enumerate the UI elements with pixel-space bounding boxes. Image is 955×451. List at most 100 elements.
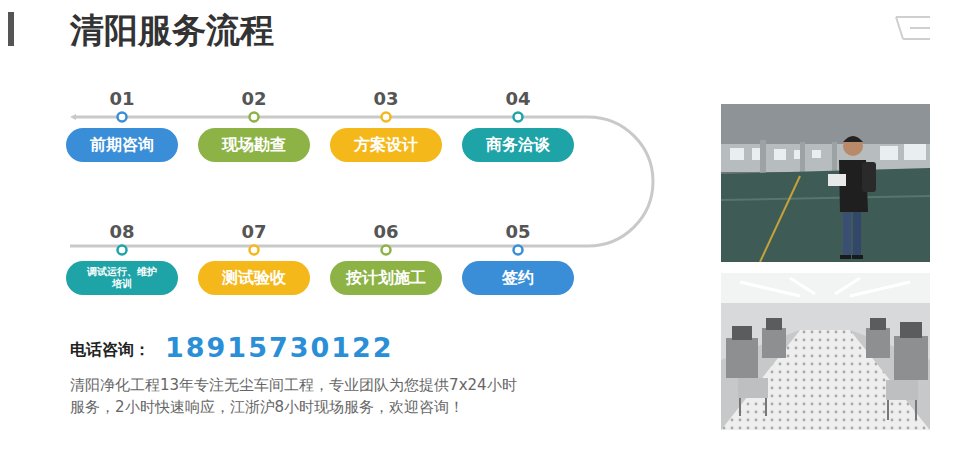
decoration-shape — [886, 380, 918, 400]
decoration-shape — [721, 104, 930, 144]
step-dots — [118, 113, 523, 255]
decoration-shape — [900, 322, 922, 338]
step-label: 签约 — [502, 268, 534, 287]
decoration-shape — [765, 398, 767, 416]
decoration-shape — [812, 150, 821, 158]
decoration-shape — [740, 278, 910, 296]
decoration-shape — [910, 27, 930, 29]
decoration-shape — [915, 400, 917, 420]
decoration-shape — [732, 318, 922, 340]
decoration-shape — [721, 104, 930, 262]
step-dot — [118, 113, 127, 122]
decoration-shape — [730, 148, 744, 160]
decoration-shape — [740, 398, 916, 420]
step-number: 04 — [462, 89, 574, 109]
step-pill: 前期咨询 — [66, 128, 178, 162]
step-dot — [118, 246, 127, 255]
decoration-shape — [721, 196, 930, 200]
decoration-shape — [903, 38, 930, 40]
intro-text: 清阳净化工程13年专注无尘车间工程，专业团队为您提供7x24小时 服务，2小时快… — [70, 374, 550, 418]
step-number: 02 — [198, 89, 310, 109]
decoration-shape — [896, 16, 930, 18]
menu-icon — [896, 17, 930, 39]
step-number: 06 — [330, 222, 442, 242]
step-node: 02 现场勘查 — [198, 89, 310, 162]
decoration-shape — [760, 176, 800, 262]
step-pill: 调试运行、维护 培训 — [66, 261, 178, 295]
decoration-shape — [738, 378, 918, 400]
decoration-shape — [762, 328, 786, 358]
decoration-shape — [850, 282, 910, 296]
decoration-shape — [730, 144, 926, 160]
step-pill: 签约 — [462, 261, 574, 295]
step-dot — [382, 246, 391, 255]
decoration-shape — [721, 273, 930, 303]
step-label: 前期咨询 — [90, 135, 154, 154]
step-number: 03 — [330, 89, 442, 109]
step-pill: 按计划施工 — [330, 261, 442, 295]
decoration-shape — [800, 142, 805, 176]
decoration-shape — [726, 328, 928, 380]
step-node: 06 按计划施工 — [330, 222, 442, 295]
decoration-shape — [843, 136, 863, 156]
survey-photo — [721, 104, 930, 262]
step-label: 测试验收 — [222, 268, 286, 287]
decoration-shape — [852, 255, 863, 259]
decoration-shape — [738, 378, 768, 398]
decoration-shape — [896, 17, 903, 39]
step-node: 04 商务洽谈 — [462, 89, 574, 162]
step-number: 05 — [462, 222, 574, 242]
step-pill: 现场勘查 — [198, 128, 310, 162]
step-label: 按计划施工 — [346, 268, 426, 287]
decoration-shape — [894, 336, 928, 380]
step-label: 商务洽谈 — [486, 135, 550, 154]
decoration-shape — [721, 168, 930, 262]
step-label: 现场勘查 — [222, 135, 286, 154]
step-label: 方案设计 — [354, 135, 418, 154]
decoration-shape — [726, 338, 758, 378]
step-node: 07 测试验收 — [198, 222, 310, 295]
step-dot — [514, 113, 523, 122]
decoration-shape — [870, 318, 886, 330]
step-number: 08 — [66, 222, 178, 242]
step-dot — [250, 113, 259, 122]
decoration-shape — [862, 162, 876, 192]
step-pill: 方案设计 — [330, 128, 442, 162]
step-number: 07 — [198, 222, 310, 242]
decoration-shape — [904, 144, 926, 160]
step-dot — [514, 246, 523, 255]
cleanroom-photo — [721, 273, 930, 430]
decoration-shape — [721, 144, 930, 172]
decoration-shape — [721, 273, 930, 430]
decoration-shape — [740, 282, 800, 296]
step-node: 03 方案设计 — [330, 89, 442, 162]
title-bar — [8, 12, 14, 46]
decoration-shape — [721, 104, 930, 262]
decoration-shape — [853, 210, 861, 256]
step-pill: 测试验收 — [198, 261, 310, 295]
step-number: 01 — [66, 89, 178, 109]
track-start — [70, 114, 76, 120]
decoration-shape — [835, 278, 860, 294]
decoration-shape — [880, 146, 898, 160]
decoration-shape — [887, 400, 889, 420]
decoration-shape — [843, 136, 863, 142]
step-pill: 商务洽谈 — [462, 128, 574, 162]
step-node: 05 签约 — [462, 222, 574, 295]
decoration-shape — [721, 330, 800, 430]
decoration-shape — [766, 318, 782, 330]
decoration-shape — [866, 328, 890, 358]
decoration-shape — [774, 149, 786, 160]
decoration-shape — [790, 278, 815, 294]
decoration-shape — [832, 142, 837, 174]
decoration-shape — [843, 210, 851, 256]
page-title: 清阳服务流程 — [70, 8, 274, 52]
phone-caption: 电话咨询： — [70, 340, 150, 359]
decoration-shape — [840, 255, 851, 259]
step-dot — [382, 113, 391, 122]
phone-number: 18915730122 — [165, 332, 394, 364]
decoration-shape — [828, 174, 846, 186]
decoration-shape — [732, 326, 752, 340]
decoration-shape — [721, 273, 930, 430]
step-node: 08 调试运行、维护 培训 — [66, 222, 178, 295]
